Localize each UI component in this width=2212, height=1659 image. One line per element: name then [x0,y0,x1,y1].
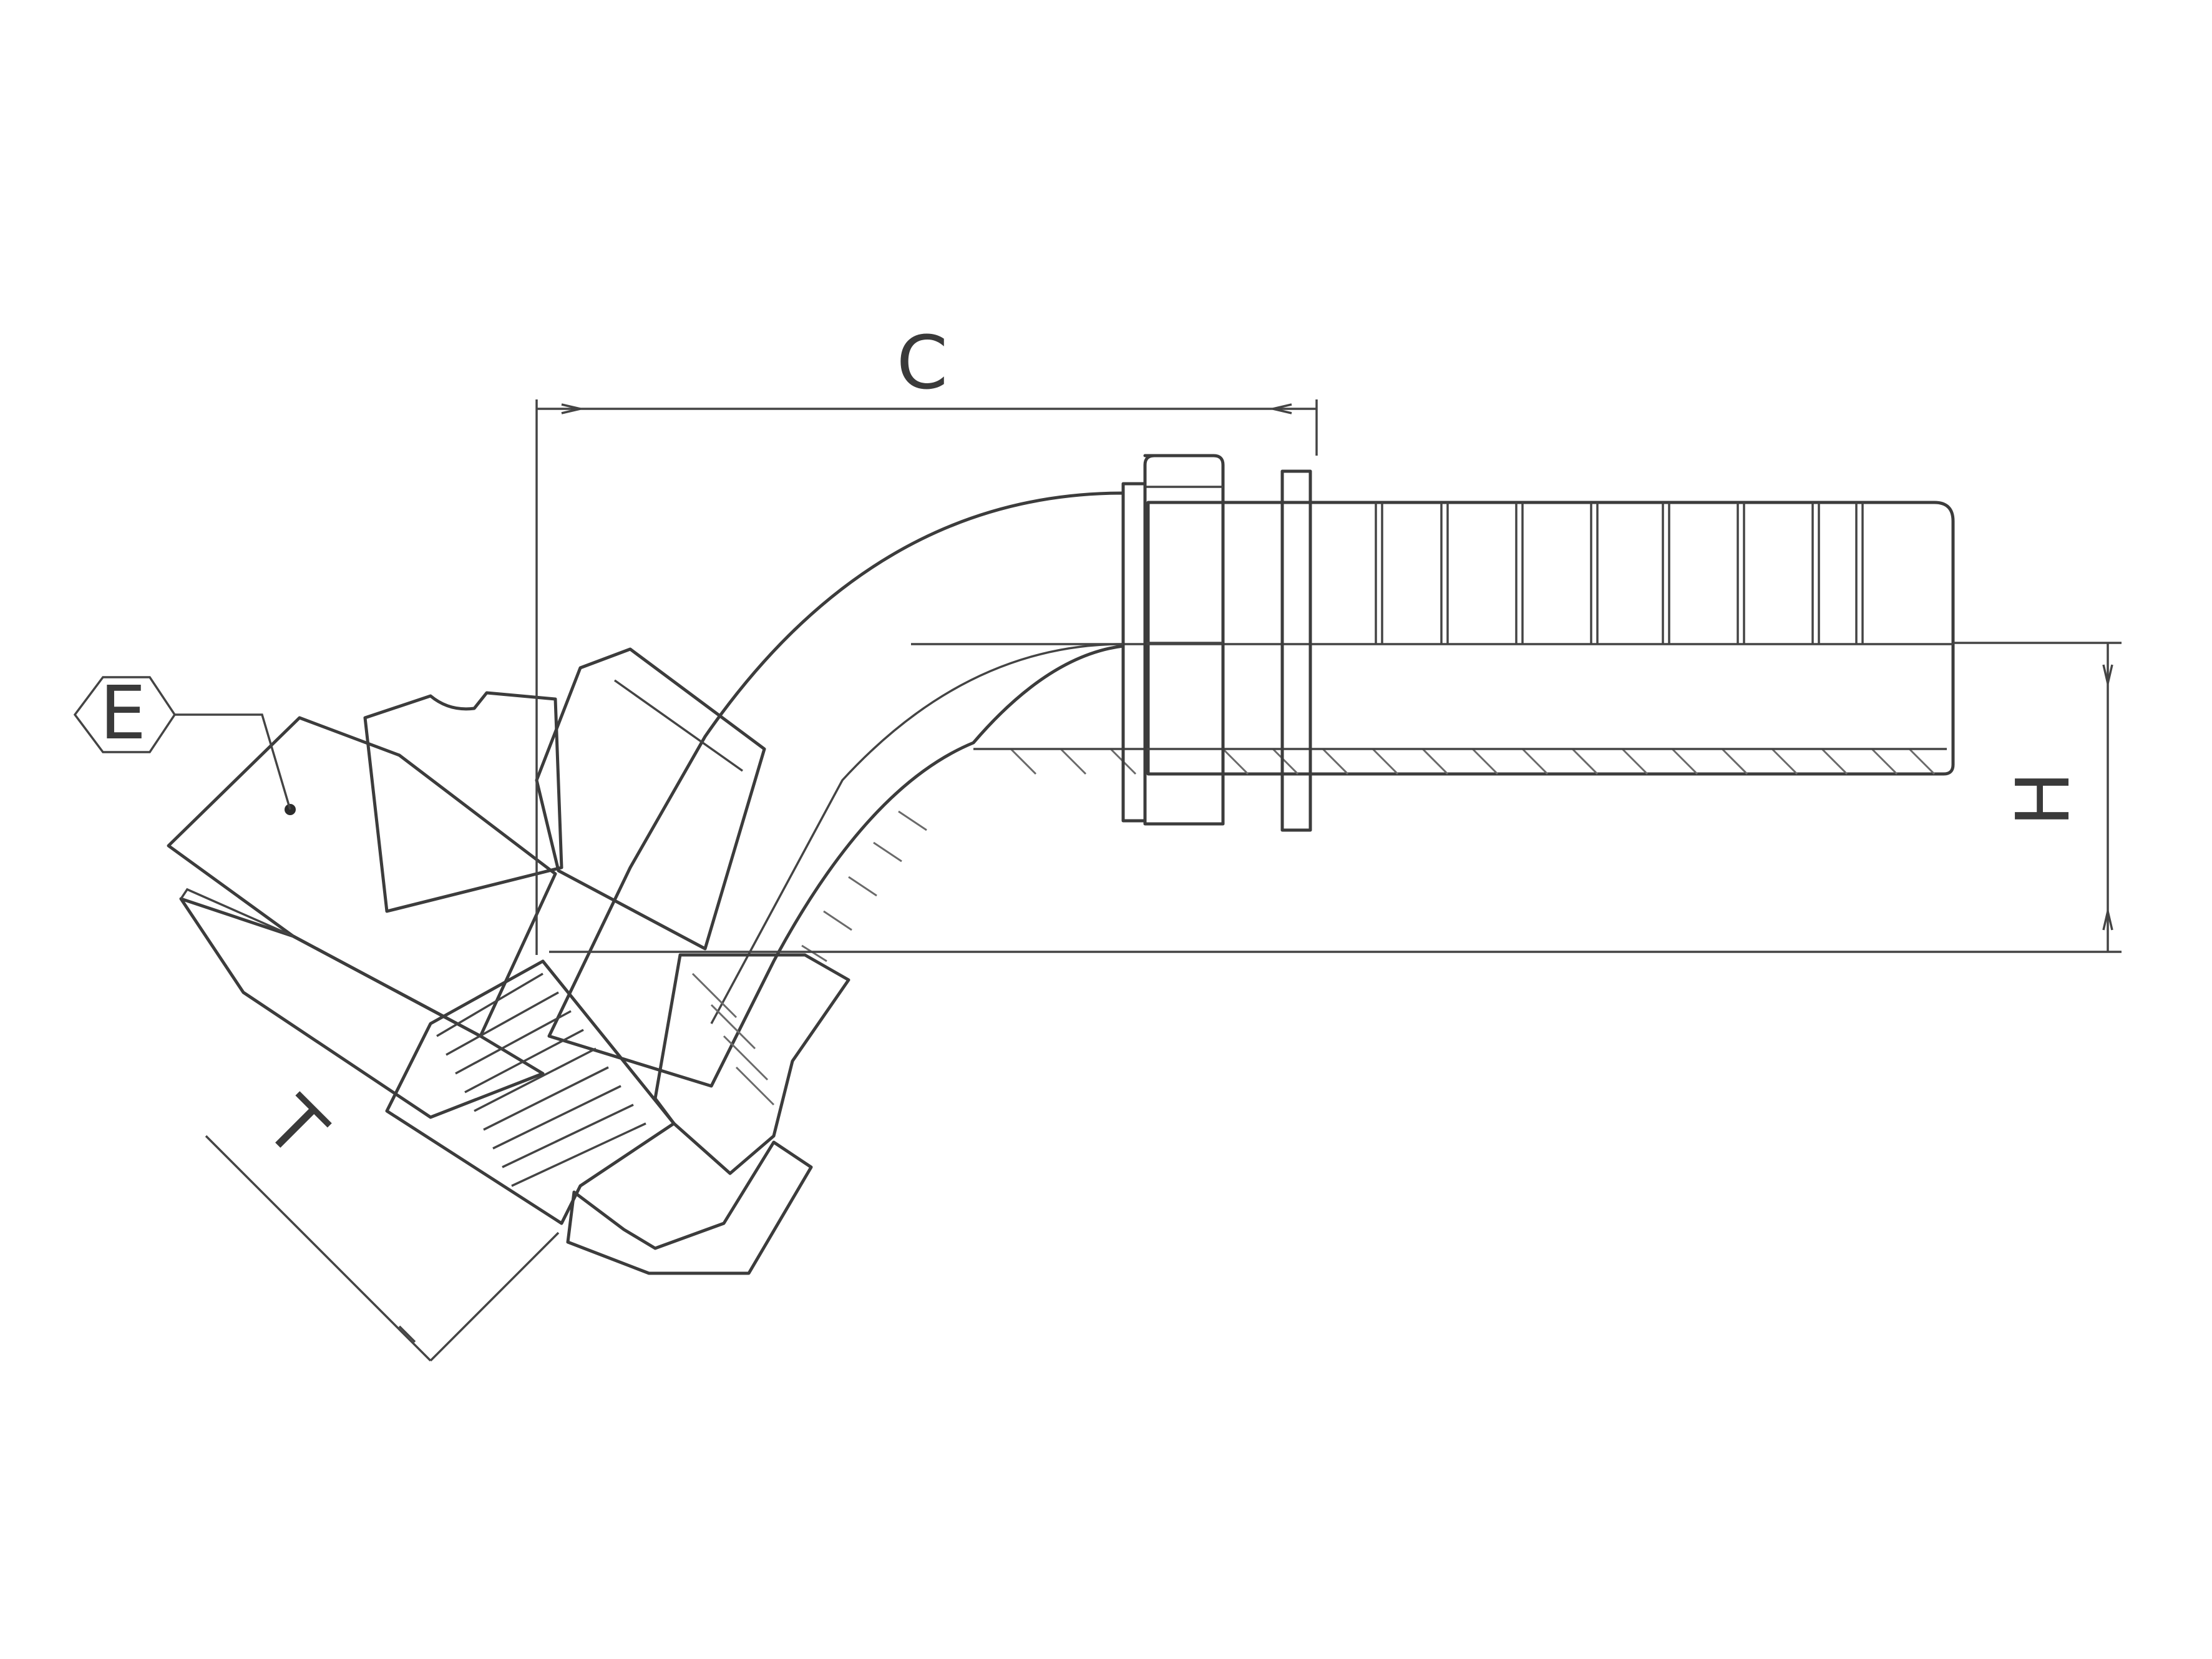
leader-line [175,713,291,810]
dimension-t-label: T [249,1080,343,1174]
dimension-c: C [535,320,1318,955]
dimension-h: H [549,642,2122,953]
dimension-t: T [205,1080,560,1362]
thread-section [653,953,850,1175]
nut-top-lobe [363,691,563,913]
tail-outer [1146,501,1955,776]
nut-flat-face [167,716,557,1038]
dimension-e: E [73,670,291,810]
hose-tail [911,501,1955,776]
thread-crests [436,972,646,1187]
collar [1121,454,1312,832]
thread-seat [566,1140,813,1275]
dimension-h-label: H [2000,771,2086,827]
hex-nut [167,691,563,1119]
dimension-c-label: C [897,320,948,406]
barb-ribs [1375,502,1864,644]
section-hatching-tail [973,748,1947,775]
collar-ring-2 [1280,469,1312,832]
thread-body [385,959,676,1225]
dimension-e-label: E [100,670,147,756]
collar-ring-1 [1143,454,1225,826]
male-thread [385,953,850,1275]
nut-side-face [179,897,545,1119]
collar-lip [1121,482,1147,823]
elbow-bend [547,491,1125,1088]
bend-outer [547,491,1125,1088]
shoulder-ring [535,647,766,951]
swivel-shoulder [535,647,766,951]
section-hatching-thread [691,972,775,1106]
fitting-body [167,454,1955,1275]
section-hatching-bend [801,810,927,962]
bend-inner-line [710,643,1124,1024]
